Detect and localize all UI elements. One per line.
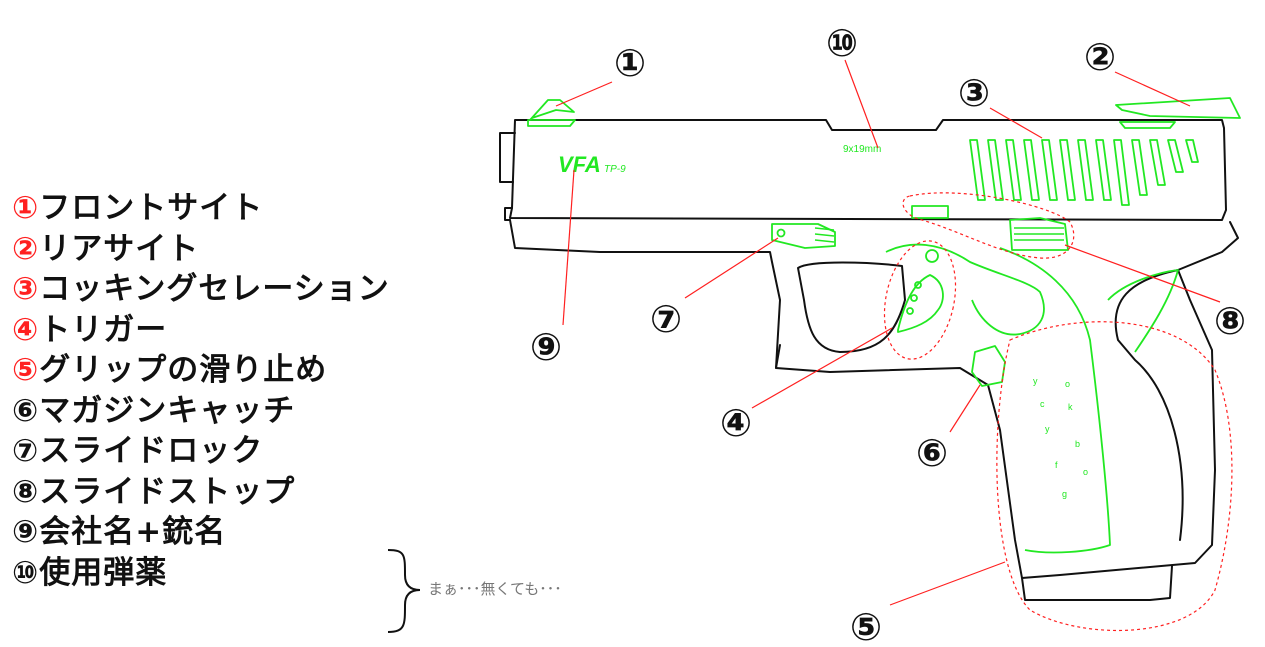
grip-mark: y (1045, 424, 1050, 434)
legend-label: コッキングセレーション (39, 271, 390, 307)
leader-7 (684, 237, 779, 299)
parts-legend: ①フロントサイト ②リアサイト ③コッキングセレーション ④トリガー ⑤グリップ… (12, 188, 390, 593)
grip-mark: k (1068, 402, 1073, 412)
highlight-regions (883, 192, 1233, 631)
slide-lock-pin (776, 228, 786, 238)
trigger-guard-inner (797, 261, 906, 353)
front-sight-base (527, 119, 576, 127)
legend-item-10: ⑩使用弾薬 (12, 553, 390, 594)
callout-1: ① (614, 41, 646, 85)
grip-mark: o (1065, 379, 1070, 389)
legend-label: 使用弾薬 (39, 554, 168, 591)
legend-item-5: ⑤グリップの滑り止め (12, 350, 390, 391)
legend-num: ⑧ (12, 473, 40, 510)
leader-lines (555, 59, 1221, 606)
legend-num: ⑩ (12, 554, 40, 591)
legend-num: ⑥ (12, 392, 40, 429)
leader-4 (751, 327, 893, 409)
callout-7: ⑦ (650, 297, 682, 341)
legend-label: 会社名+銃名 (39, 514, 227, 550)
slide-lock-shape (771, 223, 836, 249)
leader-9 (562, 169, 575, 326)
gun-markings: VFA TP-9 9x19mm (558, 144, 881, 177)
trigger-guard-accent (885, 243, 1045, 336)
legend-label: グリップの滑り止め (39, 352, 328, 388)
rear-sight-shape (1115, 97, 1241, 119)
grip-mark: o (1083, 467, 1088, 477)
callout-6: ⑥ (916, 431, 948, 475)
legend-item-2: ②リアサイト (12, 229, 390, 270)
callout-4: ④ (720, 401, 752, 445)
legend-item-9: ⑨会社名+銃名 (12, 512, 390, 553)
trigger-shape (897, 274, 944, 333)
front-sight-shape (529, 99, 575, 121)
callout-10: ⑩ (826, 21, 858, 65)
brace-bracket (387, 549, 421, 633)
pistol-accents (527, 97, 1241, 554)
takedown-pin (911, 205, 949, 219)
highlight-slide-stop (902, 192, 1075, 259)
grip-backstrap (1114, 269, 1184, 541)
legend-num: ⑤ (12, 352, 40, 388)
callout-2: ② (1084, 35, 1116, 79)
leader-2 (1114, 71, 1191, 107)
grip-mark: g (1062, 489, 1067, 499)
legend-num: ⑨ (12, 514, 40, 550)
leader-5 (889, 561, 1006, 606)
legend-num: ④ (12, 311, 40, 348)
highlight-grip (996, 321, 1233, 631)
legend-item-3: ③コッキングセレーション (12, 269, 390, 310)
leader-3 (989, 107, 1043, 139)
leader-8 (1064, 244, 1221, 303)
grip-rear-accent (1107, 269, 1179, 353)
frame-lower-line (775, 344, 781, 369)
highlight-trigger (883, 240, 957, 360)
muzzle-outline (499, 132, 516, 183)
grip-marks: y o c k y b f o g (1033, 376, 1088, 499)
trigger-pin (925, 249, 939, 263)
legend-label: リアサイト (39, 230, 200, 267)
mag-catch-shape (971, 345, 1006, 387)
leader-1 (555, 81, 613, 107)
legend-item-6: ⑥マガジンキャッチ (12, 391, 390, 432)
callout-numbers: ① ② ③ ④ ⑤ ⑥ ⑦ ⑧ ⑨ ⑩ (530, 21, 1246, 647)
legend-num: ③ (12, 271, 40, 307)
rear-sight-base (1119, 121, 1176, 129)
magazine-base (1021, 565, 1173, 601)
legend-label: フロントサイト (39, 190, 264, 226)
muzzle-lower (504, 207, 513, 221)
grip-mark: y (1033, 376, 1038, 386)
grip-mark: f (1055, 460, 1058, 470)
legend-label: トリガー (39, 311, 168, 348)
legend-item-4: ④トリガー (12, 310, 390, 351)
callout-5: ⑤ (850, 605, 882, 647)
legend-label: スライドロック (39, 433, 264, 469)
slide-stop-shape (1009, 217, 1069, 251)
grip-mark: b (1075, 439, 1080, 449)
frame-outline (509, 219, 1239, 579)
caliber-text: 9x19mm (843, 144, 881, 155)
callout-8: ⑧ (1214, 299, 1246, 343)
model-text: TP-9 (604, 164, 626, 175)
serrations (969, 139, 1199, 206)
legend-num: ⑦ (12, 433, 40, 469)
legend-item-7: ⑦スライドロック (12, 431, 390, 472)
brand-text: VFA (558, 152, 601, 177)
callout-9: ⑨ (530, 325, 562, 369)
legend-num: ① (12, 190, 40, 226)
brace-note: まぁ･･･無くても･･･ (428, 580, 562, 598)
leader-6 (949, 384, 981, 433)
slide-outline (509, 119, 1227, 221)
grip-mark: c (1040, 399, 1045, 409)
leader-10 (844, 59, 879, 149)
grip-frame-accent (999, 247, 1111, 554)
legend-label: マガジンキャッチ (39, 392, 296, 429)
legend-num: ② (12, 230, 40, 267)
legend-label: スライドストップ (39, 473, 296, 510)
callout-3: ③ (958, 71, 990, 115)
legend-item-8: ⑧スライドストップ (12, 472, 390, 513)
legend-item-1: ①フロントサイト (12, 188, 390, 229)
